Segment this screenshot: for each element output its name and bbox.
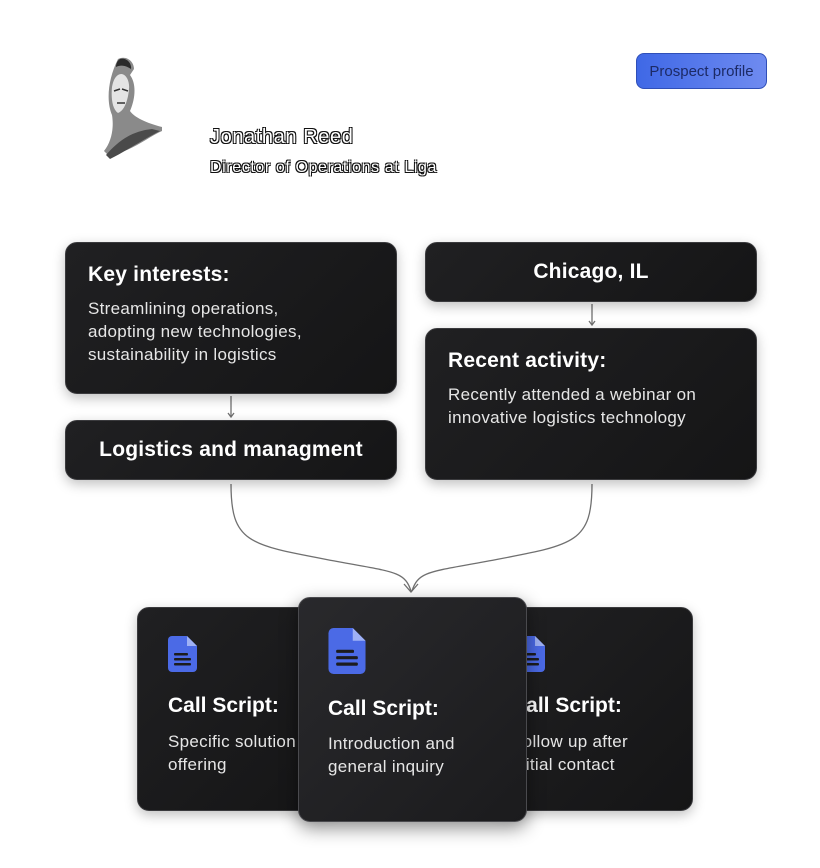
key-interests-title: Key interests:: [88, 263, 230, 286]
script-title-1: Call Script:: [168, 694, 279, 717]
script-title-3: Call Script:: [511, 694, 622, 717]
script-text-2: Introduction and general inquiry: [328, 734, 455, 776]
call-script-card-introduction[interactable]: Call Script: Introduction and general in…: [298, 597, 527, 822]
person-portrait-icon: [104, 57, 162, 159]
key-interests-card: Key interests: Streamlining operations, …: [65, 242, 397, 394]
script-text-3: Follow up after initial contact: [512, 732, 628, 774]
script-title-2: Call Script:: [328, 697, 439, 720]
avatar: [100, 55, 170, 160]
prospect-profile-badge[interactable]: Prospect profile: [636, 53, 767, 89]
industry-card: Logistics and managment: [65, 420, 397, 480]
prospect-name: Jonathan Reed: [210, 126, 354, 148]
recent-activity-title: Recent activity:: [448, 349, 607, 372]
document-icon: [328, 628, 366, 674]
recent-activity-card: Recent activity: Recently attended a web…: [425, 328, 757, 480]
key-interests-text: Streamlining operations, adopting new te…: [88, 299, 302, 364]
prospect-job-title: Director of Operations at Liga: [210, 159, 437, 176]
document-icon: [168, 636, 197, 672]
location-title: Chicago, IL: [533, 260, 649, 283]
script-text-1: Specific solution offering: [168, 732, 296, 774]
connector-industry-to-scripts: [230, 483, 412, 592]
recent-activity-text: Recently attended a webinar on innovativ…: [448, 385, 697, 427]
connector-activity-to-scripts: [411, 483, 593, 592]
location-card: Chicago, IL: [425, 242, 757, 302]
industry-title: Logistics and managment: [99, 438, 363, 461]
